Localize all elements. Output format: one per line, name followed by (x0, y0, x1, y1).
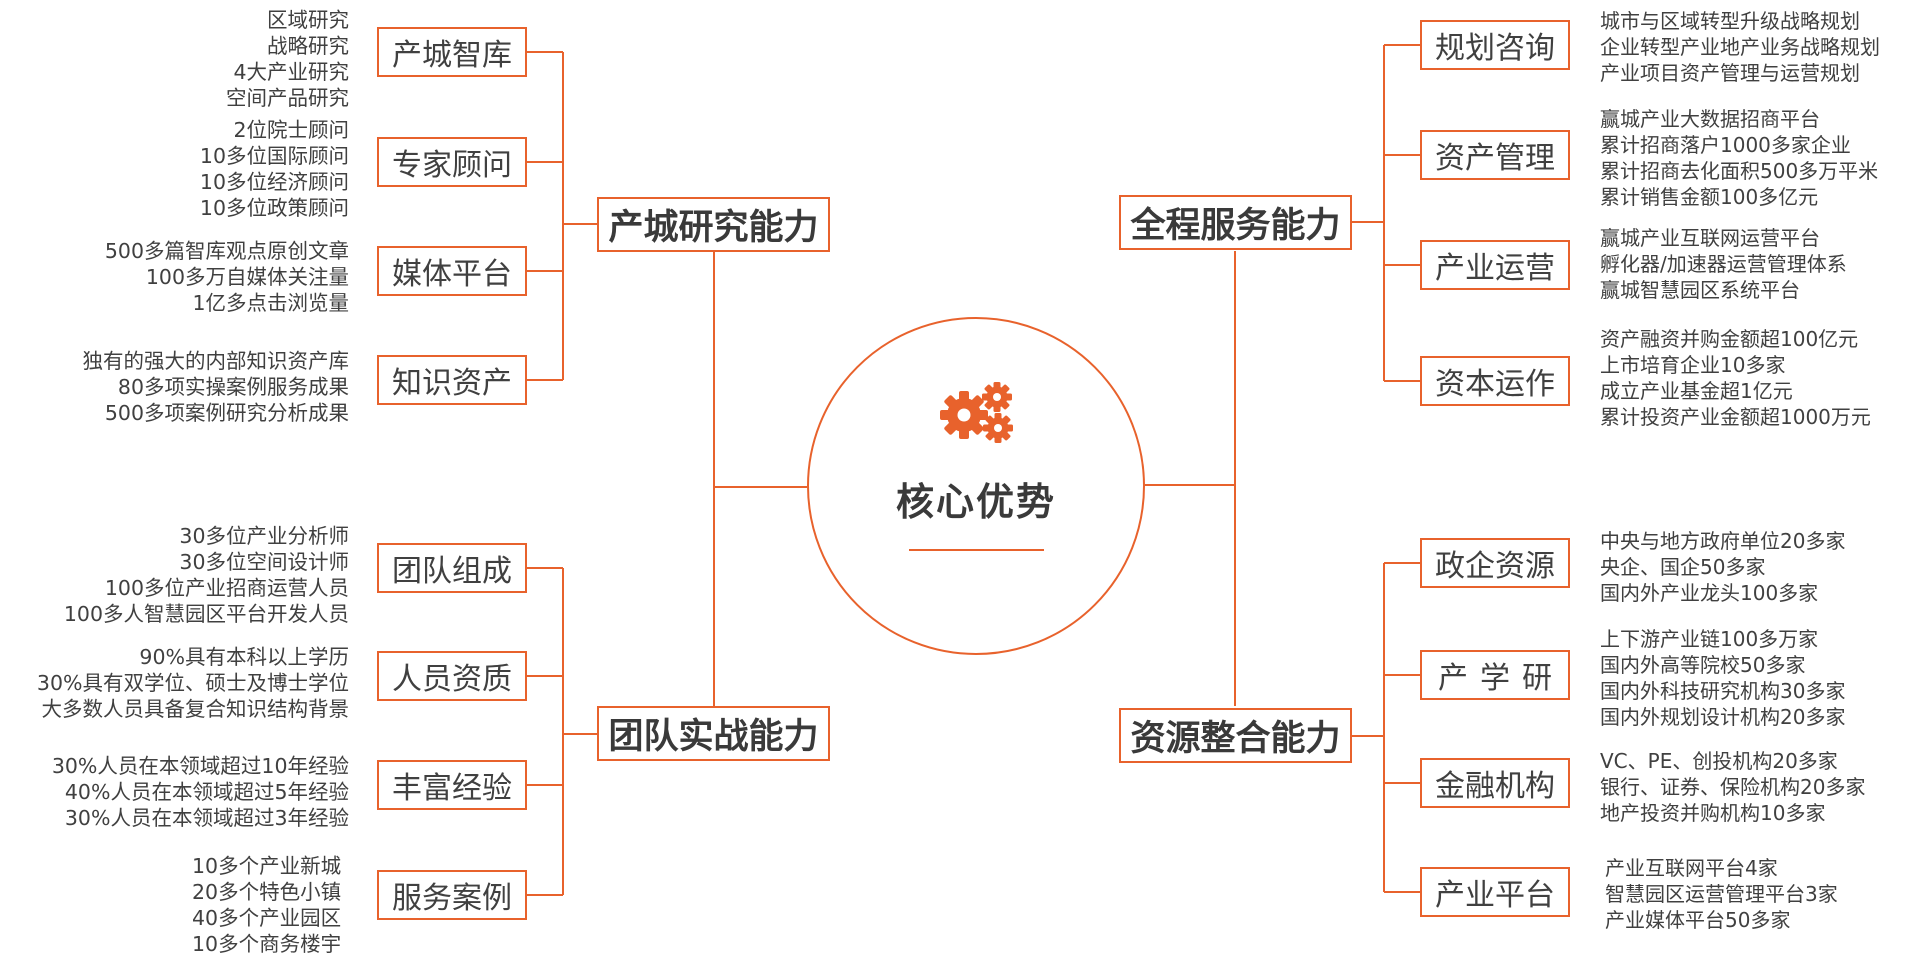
sub-node-industry-academia: 产学研 (1420, 650, 1570, 700)
sub-node-experts: 专家顾问 (377, 137, 527, 187)
desc-industry-academia: 上下游产业链100多万家国内外高等院校50多家国内外科技研究机构30多家国内外规… (1600, 627, 1846, 729)
sub-node-qualification: 人员资质 (377, 651, 527, 701)
hub-underline (909, 549, 1044, 551)
sub-node-operation: 产业运营 (1420, 240, 1570, 290)
sub-node-platform: 产业平台 (1420, 867, 1570, 917)
core-advantage-hub: 核心优势 (807, 317, 1145, 655)
main-node-team: 团队实战能力 (597, 706, 830, 761)
sub-node-team-composition: 团队组成 (377, 543, 527, 593)
desc-capital: 资产融资并购金额超100亿元上市培育企业10多家成立产业基金超1亿元累计投资产业… (1600, 327, 1871, 429)
sub-node-finance: 金融机构 (1420, 758, 1570, 808)
desc-asset-management: 赢城产业大数据招商平台累计招商落户1000多家企业累计招商去化面积500多万平米… (1600, 107, 1879, 209)
sub-node-capital: 资本运作 (1420, 356, 1570, 406)
sub-node-cases: 服务案例 (377, 870, 527, 920)
sub-node-gov-enterprise: 政企资源 (1420, 538, 1570, 588)
main-node-service: 全程服务能力 (1119, 195, 1352, 250)
gear-icon (940, 382, 1013, 443)
desc-planning: 城市与区域转型升级战略规划企业转型产业地产业务战略规划产业项目资产管理与运营规划 (1600, 9, 1880, 85)
desc-platform: 产业互联网平台4家智慧园区运营管理平台3家产业媒体平台50多家 (1605, 856, 1838, 932)
sub-node-knowledge: 知识资产 (377, 355, 527, 405)
desc-operation: 赢城产业互联网运营平台孵化器/加速器运营管理体系赢城智慧园区系统平台 (1600, 226, 1847, 302)
sub-node-experience: 丰富经验 (377, 760, 527, 810)
desc-finance: VC、PE、创投机构20多家银行、证券、保险机构20多家地产投资并购机构10多家 (1600, 749, 1866, 825)
sub-node-think-tank: 产城智库 (377, 27, 527, 77)
hub-title: 核心优势 (895, 480, 1056, 524)
main-node-resource: 资源整合能力 (1119, 708, 1352, 763)
desc-gov-enterprise: 中央与地方政府单位20多家央企、国企50多家国内外产业龙头100多家 (1600, 529, 1846, 605)
sub-node-media: 媒体平台 (377, 246, 527, 296)
sub-node-planning: 规划咨询 (1420, 20, 1570, 70)
sub-node-asset-management: 资产管理 (1420, 130, 1570, 180)
main-node-research: 产城研究能力 (597, 197, 830, 252)
